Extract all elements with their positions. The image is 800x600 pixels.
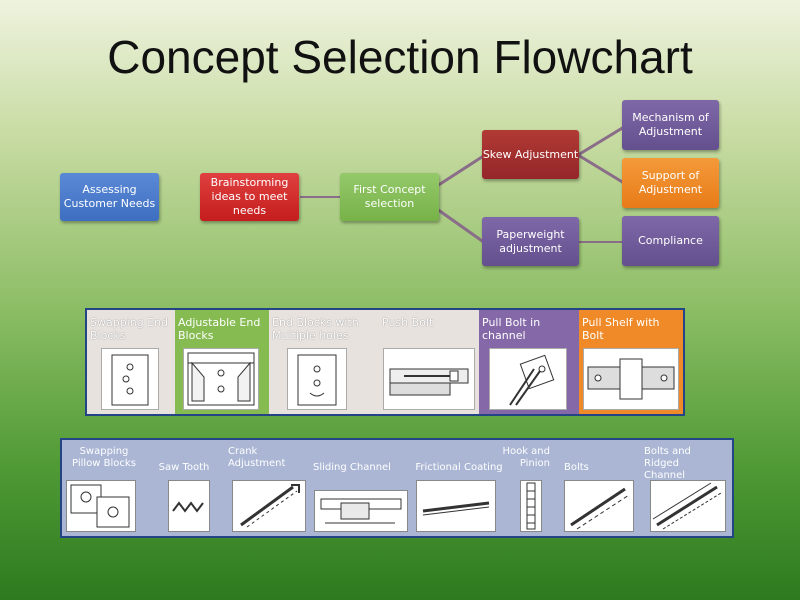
concept-cell: Swapping End Blocks [87, 310, 175, 414]
concept-label: Pull Shelf with Bolt [582, 316, 660, 342]
crank-diagram [232, 480, 306, 532]
node-label: Brainstorming ideas to meet needs [210, 176, 289, 217]
saw-tooth-diagram [168, 480, 210, 532]
bolts-diagram [564, 480, 634, 532]
concept-cell: Pull Bolt in channel [479, 310, 579, 414]
concept-label: Pull Bolt in channel [482, 316, 541, 342]
node-skew-adjustment: Skew Adjustment [482, 130, 579, 179]
concept-label: Swapping End Blocks [90, 316, 169, 342]
node-paperweight-adjustment: Paperweight adjustment [482, 217, 579, 266]
concept-label: Crank Adjustment [228, 446, 286, 469]
concept-cell: End Blocks with Multiple holes [269, 310, 379, 414]
concept-row-2: Swapping Pillow Blocks Saw Tooth Crank A… [60, 438, 734, 538]
node-first-concept-selection: First Concept selection [340, 173, 439, 221]
concept-cell: Adjustable End Blocks [175, 310, 269, 414]
concept-cell: Push Bolt [379, 310, 479, 414]
concept-label: Swapping Pillow Blocks [72, 446, 136, 469]
node-label: Assessing Customer Needs [63, 183, 156, 210]
concept-cell: Pull Shelf with Bolt [579, 310, 683, 414]
pull-bolt-channel-diagram [489, 348, 567, 410]
page-title: Concept Selection Flowchart [107, 31, 693, 83]
concept-label: Hook and Pinion [502, 446, 550, 469]
node-assessing-customer-needs: Assessing Customer Needs [60, 173, 159, 221]
multi-hole-block-diagram [287, 348, 347, 410]
sliding-channel-diagram [314, 490, 408, 532]
concept-row-1: Swapping End Blocks Adjustable End Block… [85, 308, 685, 416]
connector-skew-mechanism [577, 125, 625, 157]
node-compliance: Compliance [622, 216, 719, 266]
node-label: Mechanism of Adjustment [632, 111, 709, 138]
concept-label: Adjustable End Blocks [178, 316, 261, 342]
concept-label: Bolts [564, 462, 589, 473]
concept-label: Frictional Coating [415, 462, 503, 473]
frictional-coating-diagram [416, 480, 496, 532]
end-block-diagram [101, 348, 159, 410]
node-label: Paperweight adjustment [496, 227, 565, 255]
node-label: Compliance [638, 234, 703, 247]
bolts-ridged-channel-diagram [650, 480, 726, 532]
concept-label: End Blocks with Multiple holes [272, 316, 359, 342]
concept-label: Push Bolt [382, 316, 434, 329]
node-support-of-adjustment: Support of Adjustment [622, 158, 719, 208]
pillow-block-diagram [66, 480, 136, 532]
pull-shelf-bolt-diagram [583, 348, 679, 410]
node-brainstorming: Brainstorming ideas to meet needs [200, 173, 299, 221]
concept-label: Sliding Channel [313, 462, 391, 473]
hook-pinion-diagram [520, 480, 542, 532]
node-label: First Concept selection [353, 183, 426, 210]
node-label: Skew Adjustment [482, 148, 579, 161]
concept-label: Bolts and Ridged Channel [644, 446, 691, 481]
connector-skew-support [577, 153, 625, 185]
node-mechanism-of-adjustment: Mechanism of Adjustment [622, 100, 719, 150]
adjustable-block-diagram [183, 348, 259, 410]
node-label: Support of Adjustment [638, 169, 703, 196]
concept-label: Saw Tooth [158, 462, 210, 473]
push-bolt-diagram [383, 348, 475, 410]
